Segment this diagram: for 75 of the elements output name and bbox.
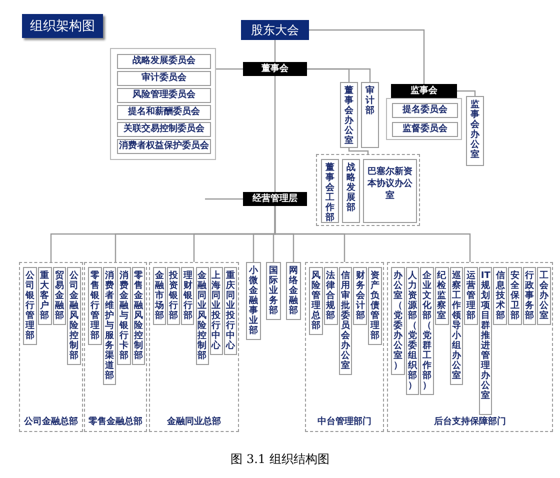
committee-box: 监督委员会 bbox=[392, 122, 458, 137]
department-box: 贸易金融部 bbox=[52, 267, 66, 325]
connector-line bbox=[348, 148, 369, 154]
connector-line bbox=[274, 206, 471, 262]
connector-line bbox=[309, 29, 425, 84]
department-box: 巡察工作领导小组办公室 bbox=[450, 267, 464, 385]
department-group bbox=[84, 262, 147, 432]
department-box: 人力资源部（党委组织部） bbox=[406, 267, 420, 395]
committee-group bbox=[386, 98, 462, 140]
connector-line bbox=[216, 68, 243, 70]
department-box: 消费者维护与服务渠道部 bbox=[102, 267, 116, 385]
department-group bbox=[149, 262, 239, 432]
group-title: 零售金融总部 bbox=[88, 415, 144, 428]
department-box: 企业文化部（党群工作部） bbox=[420, 267, 434, 395]
header-box: 董事会 bbox=[243, 62, 307, 76]
department-box: 董事会办公室 bbox=[340, 82, 358, 148]
committee-box: 巴塞尔新资本协议办公室 bbox=[363, 159, 417, 223]
department-box: 工会办公室 bbox=[537, 267, 551, 325]
department-group bbox=[316, 154, 420, 226]
department-box: 纪检监察室 bbox=[434, 267, 449, 325]
header-box: 经营管理层 bbox=[243, 192, 307, 206]
committee-box: 战略发展委员会 bbox=[117, 54, 211, 69]
connector-line bbox=[457, 90, 476, 96]
committee-group bbox=[110, 48, 216, 160]
department-box: 信息技术部 bbox=[493, 267, 508, 325]
department-box: 战略发展部 bbox=[342, 159, 360, 223]
header-box: 监事会 bbox=[391, 84, 457, 98]
group-title: 后台支持保障部门 bbox=[433, 415, 507, 428]
department-box: 办公室（党委办公室） bbox=[391, 267, 405, 375]
department-box: 风险管理总部 bbox=[309, 267, 323, 335]
department-box: 金融市场部 bbox=[153, 267, 166, 325]
department-box: 理财银行部 bbox=[181, 267, 194, 325]
connector-line bbox=[205, 198, 243, 200]
department-group bbox=[305, 262, 384, 432]
department-box: 重大客户部 bbox=[38, 267, 52, 325]
department-box: 消费金融与银行卡部 bbox=[117, 267, 130, 365]
department-box: 信用审批委员会办公室 bbox=[338, 267, 352, 375]
committee-box: 关联交易控制委员会 bbox=[117, 122, 211, 137]
department-box: 安全保卫部 bbox=[508, 267, 522, 325]
group-title: 公司金融总部 bbox=[23, 415, 79, 428]
group-title: 中台管理部门 bbox=[316, 415, 372, 428]
department-box: 监事会办公室 bbox=[466, 96, 484, 166]
committee-box: 提名和薪酬委员会 bbox=[117, 105, 211, 120]
department-group bbox=[19, 262, 83, 432]
committee-box: 风险管理委员会 bbox=[117, 88, 211, 103]
department-box: 运营管理部 bbox=[464, 267, 478, 325]
header-box: 股东大会 bbox=[241, 20, 309, 40]
department-box: 上海同业投行中心 bbox=[210, 267, 223, 355]
department-box: 董事会工作部 bbox=[321, 159, 339, 223]
department-box: 公司银行管理部 bbox=[23, 267, 37, 345]
department-box: 法律合规部 bbox=[324, 267, 338, 325]
department-box: 金融同业风险控制部 bbox=[196, 267, 209, 365]
department-box: 资产负债管理部 bbox=[368, 267, 382, 345]
department-box: 重庆同业投行中心 bbox=[224, 267, 237, 355]
department-box: 小微金融事业部 bbox=[246, 262, 261, 340]
department-box: 公司金融风险控制部 bbox=[67, 267, 81, 365]
committee-box: 消费者权益保护委员会 bbox=[117, 139, 211, 154]
group-title: 金融同业总部 bbox=[166, 415, 222, 428]
figure-caption: 图 3.1 组织结构图 bbox=[230, 451, 330, 468]
department-box: 零售金融风险控制部 bbox=[132, 267, 145, 365]
department-box: 行政事务部 bbox=[522, 267, 536, 325]
committee-box: 提名委员会 bbox=[392, 103, 458, 118]
department-group bbox=[387, 262, 553, 432]
connector-line bbox=[274, 76, 276, 192]
department-box: 财务会计部 bbox=[353, 267, 368, 325]
connector-line bbox=[274, 40, 276, 62]
department-box: IT规划项目群推进管理办公室 bbox=[478, 267, 492, 415]
chart-title: 组织架构图 bbox=[22, 14, 103, 38]
department-box: 零售银行管理部 bbox=[88, 267, 102, 345]
department-box: 审计部 bbox=[361, 82, 379, 148]
department-box: 网络金融部 bbox=[286, 262, 301, 320]
committee-box: 审计委员会 bbox=[117, 71, 211, 86]
department-box: 投资银行部 bbox=[167, 267, 180, 325]
connector-line bbox=[307, 68, 371, 82]
department-box: 国际业务部 bbox=[266, 262, 281, 320]
